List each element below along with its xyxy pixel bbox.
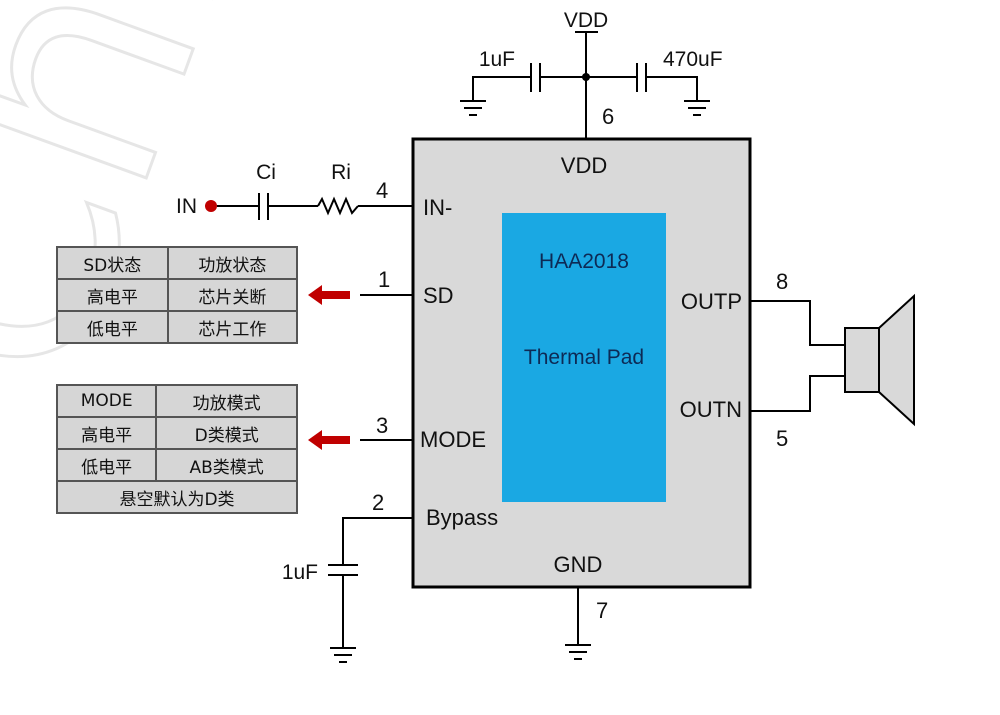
thermal-pad-label: Thermal Pad [524, 346, 644, 369]
table-cell: 高电平 [55, 416, 158, 450]
pin-2-number: 2 [372, 490, 384, 515]
table-row: 低电平 AB类模式 [55, 448, 298, 482]
pin-outn-label: OUTN [680, 397, 742, 422]
gnd-network [565, 587, 591, 660]
table-cell: D类模式 [155, 416, 298, 450]
table-cell: MODE [55, 384, 158, 418]
pin-mode-label: MODE [420, 427, 486, 452]
speaker-icon [844, 293, 915, 427]
cap-1uf-label: 1uF [479, 48, 515, 71]
table-cell: SD状态 [56, 246, 169, 280]
in-label: IN [176, 195, 197, 218]
table-cell: AB类模式 [155, 448, 298, 482]
sd-arrow-icon [308, 285, 350, 305]
table-cell: 低电平 [55, 448, 158, 482]
table-footer-cell: 悬空默认为D类 [56, 480, 298, 514]
table-row: 悬空默认为D类 [56, 480, 298, 514]
pin-in-minus-label: IN- [423, 195, 452, 220]
pin-sd-label: SD [423, 283, 454, 308]
cap-470uf-label: 470uF [663, 48, 723, 71]
bypass-network [328, 517, 413, 663]
chip-name: HAA2018 [539, 250, 629, 273]
thermal-pad [502, 213, 666, 502]
table-row: 高电平 D类模式 [55, 416, 298, 450]
supply-junction [582, 73, 590, 81]
table-row: 低电平 芯片工作 [56, 310, 299, 344]
input-network [217, 193, 413, 220]
table-row: MODE 功放模式 [55, 384, 298, 418]
chip-gnd-label: GND [554, 552, 603, 577]
table-cell: 功放状态 [166, 246, 299, 280]
bypass-cap-label: 1uF [282, 561, 318, 584]
output-network [750, 300, 845, 412]
in-terminal-dot [205, 200, 217, 212]
mode-table: MODE 功放模式 高电平 D类模式 低电平 AB类模式 悬空默认为D类 [55, 384, 298, 514]
pin-bypass-label: Bypass [426, 505, 498, 530]
table-cell: 芯片工作 [166, 310, 299, 344]
pin-6-number: 6 [602, 104, 614, 129]
ri-label: Ri [331, 161, 351, 184]
chip-vdd-label: VDD [561, 153, 607, 178]
table-cell: 芯片关断 [166, 278, 299, 312]
table-row: 高电平 芯片关断 [56, 278, 299, 312]
table-row: SD状态 功放状态 [56, 246, 299, 280]
mode-arrow-icon [308, 430, 350, 450]
table-cell: 高电平 [56, 278, 169, 312]
pin-1-number: 1 [378, 267, 390, 292]
pin-4-number: 4 [376, 178, 388, 203]
pin-8-number: 8 [776, 269, 788, 294]
table-cell: 低电平 [56, 310, 169, 344]
pin-3-number: 3 [376, 413, 388, 438]
pin-5-number: 5 [776, 426, 788, 451]
sd-state-table: SD状态 功放状态 高电平 芯片关断 低电平 芯片工作 [56, 246, 299, 344]
table-cell: 功放模式 [155, 384, 298, 418]
pin-7-number: 7 [596, 598, 608, 623]
pin-outp-label: OUTP [681, 289, 742, 314]
vdd-supply-label: VDD [564, 9, 608, 32]
ci-label: Ci [256, 161, 276, 184]
